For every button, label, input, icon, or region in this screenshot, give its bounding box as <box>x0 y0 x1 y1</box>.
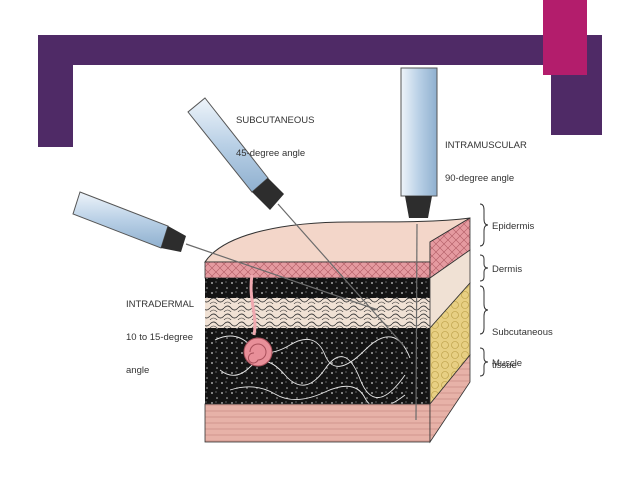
subcutaneous-label: SUBCUTANEOUS 45-degree angle <box>236 93 314 181</box>
subcutaneous-angle: 45-degree angle <box>236 148 306 159</box>
intradermal-angle: 10 to 15-degree <box>126 332 194 343</box>
subcutaneous-syringe <box>187 97 405 347</box>
intradermal-label: INTRADERMAL 10 to 15-degree angle <box>126 277 194 398</box>
dermis-front-dark <box>205 278 430 298</box>
skin-top-surface <box>204 217 471 263</box>
intradermal-name: INTRADERMAL <box>126 299 195 310</box>
subcutaneous-tissue-line1: Subcutaneous <box>492 327 553 338</box>
dermis-front <box>205 298 430 328</box>
intramuscular-name: INTRAMUSCULAR <box>445 140 527 151</box>
title-banner-left-tab <box>38 65 73 147</box>
title-banner-bar <box>38 35 602 65</box>
epidermis-label: Epidermis <box>492 221 535 232</box>
subcutaneous-name: SUBCUTANEOUS <box>236 115 315 126</box>
muscle-front <box>204 403 431 443</box>
dermis-label: Dermis <box>492 264 523 275</box>
intradermal-syringe <box>72 191 379 311</box>
intramuscular-angle: 90-degree angle <box>445 173 515 184</box>
subcutaneous-tissue-line2: tissue <box>492 360 517 371</box>
subcutaneous-front <box>205 328 430 404</box>
layer-brackets <box>479 203 489 377</box>
sweat-gland <box>243 274 273 367</box>
accent-block <box>543 0 587 75</box>
intramuscular-syringe <box>400 67 438 421</box>
skin-block <box>204 217 471 444</box>
title-banner-right-tab <box>551 65 602 135</box>
subcutaneous-tissue-label: Subcutaneous tissue <box>492 305 553 393</box>
epidermis-front <box>204 261 431 279</box>
intradermal-angle-cont: angle <box>126 365 150 376</box>
muscle-side <box>429 353 471 444</box>
intramuscular-label: INTRAMUSCULAR 90-degree angle <box>445 118 527 206</box>
muscle-label: Muscle <box>492 358 523 369</box>
